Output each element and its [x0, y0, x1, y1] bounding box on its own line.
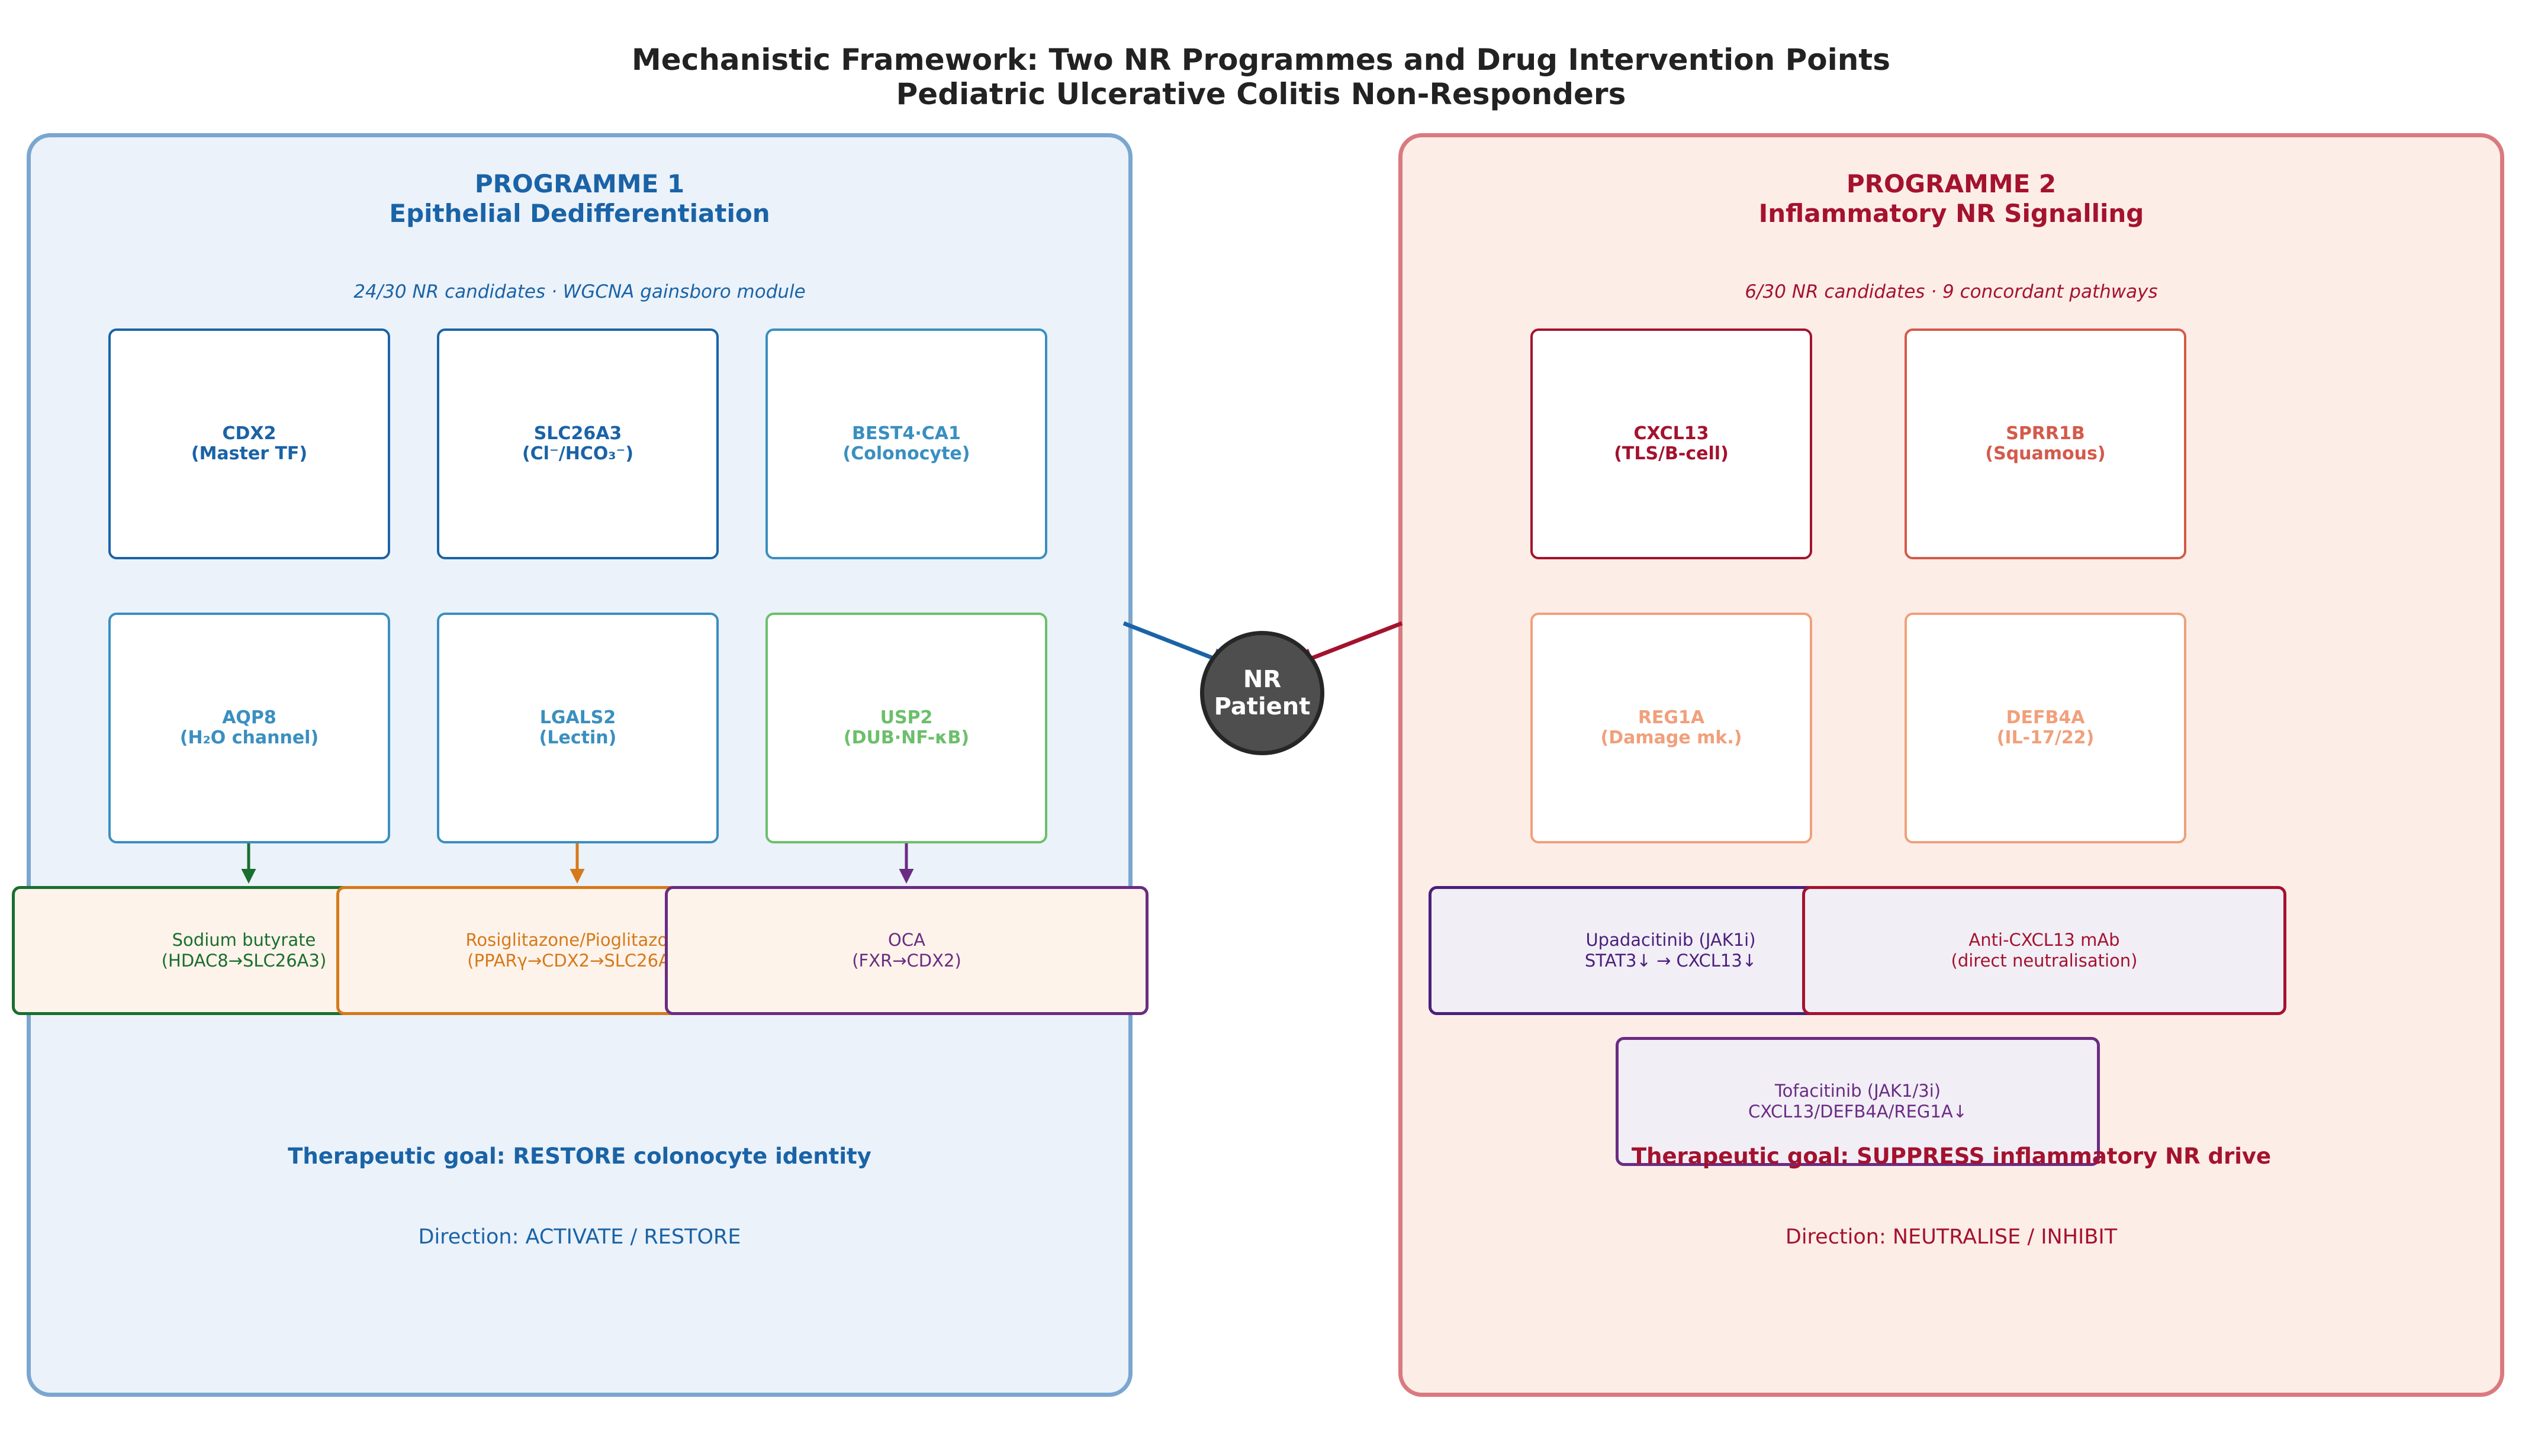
drug-box-anti-cxcl13-mab: Anti-CXCL13 mAb (direct neutralisation) [1802, 886, 2286, 1015]
programme-2-candidates: 6/30 NR candidates · 9 concordant pathwa… [1745, 281, 2158, 302]
drug-name: OCA [888, 930, 925, 950]
programme-1-subheading: Epithelial Dedifferentiation [389, 199, 770, 228]
drug-mechanism: (HDAC8→SLC26A3) [161, 951, 327, 971]
gene-box-usp2: USP2 (DUB·NF-κB) [765, 613, 1047, 843]
gene-role: (Lectin) [539, 727, 617, 748]
programme-2-heading-line: PROGRAMME 2 [1846, 169, 2057, 198]
nr-patient-node: NR Patient [1200, 631, 1324, 755]
gene-role: (Colonocyte) [842, 443, 970, 464]
nr-patient-line-2: Patient [1214, 693, 1311, 720]
gene-box-cxcl13: CXCL13 (TLS/B-cell) [1530, 328, 1812, 559]
gene-box-aqp8: AQP8 (H₂O channel) [108, 613, 390, 843]
gene-box-best4-ca1: BEST4·CA1 (Colonocyte) [765, 328, 1047, 559]
programme-1-goal: Therapeutic goal: RESTORE colonocyte ide… [288, 1143, 871, 1169]
gene-role: (IL-17/22) [1996, 727, 2095, 748]
gene-name: CXCL13 [1633, 423, 1709, 444]
drug-mechanism: (PPARγ→CDX2→SLC26A3) [467, 951, 688, 971]
gene-role: (Damage mk.) [1600, 727, 1742, 748]
gene-box-slc26a3: SLC26A3 (Cl⁻/HCO₃⁻) [437, 328, 719, 559]
gene-name: DEFB4A [2006, 707, 2085, 728]
nr-patient-line-1: NR [1243, 666, 1282, 693]
gene-role: (Master TF) [191, 443, 308, 464]
gene-role: (TLS/B-cell) [1614, 443, 1729, 464]
gene-box-lgals2: LGALS2 (Lectin) [437, 613, 719, 843]
gene-box-sprr1b: SPRR1B (Squamous) [1905, 328, 2186, 559]
programme-1-candidates: 24/30 NR candidates · WGCNA gainsboro mo… [353, 281, 806, 302]
gene-box-reg1a: REG1A (Damage mk.) [1530, 613, 1812, 843]
drug-box-oca: OCA (FXR→CDX2) [665, 886, 1149, 1015]
gene-name: SPRR1B [2006, 423, 2085, 444]
programme-2-subheading: Inflammatory NR Signalling [1758, 199, 2144, 228]
gene-role: (Squamous) [1985, 443, 2106, 464]
drug-name: Tofacitinib (JAK1/3i) [1774, 1081, 1941, 1101]
programme-2-direction: Direction: NEUTRALISE / INHIBIT [1785, 1225, 2118, 1249]
drug-name: Sodium butyrate [172, 930, 316, 950]
gene-name: USP2 [880, 707, 933, 728]
gene-name: AQP8 [222, 707, 276, 728]
programme-1-heading: PROGRAMME 1 Epithelial Dedifferentiation [27, 169, 1133, 228]
gene-role: (DUB·NF-κB) [843, 727, 970, 748]
drug-mechanism: CXCL13/DEFB4A/REG1A↓ [1748, 1101, 1967, 1122]
gene-name: REG1A [1638, 707, 1705, 728]
programme-2-heading: PROGRAMME 2 Inflammatory NR Signalling [1398, 169, 2504, 228]
gene-box-defb4a: DEFB4A (IL-17/22) [1905, 613, 2186, 843]
drug-name: Anti-CXCL13 mAb [1968, 930, 2120, 950]
drug-name: Upadacitinib (JAK1i) [1585, 930, 1756, 950]
drug-mechanism: (direct neutralisation) [1951, 951, 2138, 971]
programme-2-goal: Therapeutic goal: SUPPRESS inflammatory … [1631, 1143, 2272, 1169]
programme-1-direction: Direction: ACTIVATE / RESTORE [418, 1225, 741, 1249]
drug-box-tofacitinib: Tofacitinib (JAK1/3i) CXCL13/DEFB4A/REG1… [1616, 1037, 2100, 1166]
figure-title: Mechanistic Framework: Two NR Programmes… [0, 43, 2522, 111]
gene-name: SLC26A3 [533, 423, 622, 444]
gene-box-cdx2: CDX2 (Master TF) [108, 328, 390, 559]
gene-name: BEST4·CA1 [852, 423, 961, 444]
gene-name: CDX2 [222, 423, 276, 444]
drug-name: Rosiglitazone/Pioglitazone [465, 930, 690, 950]
drug-mechanism: STAT3↓ → CXCL13↓ [1584, 951, 1757, 971]
programme-1-heading-line: PROGRAMME 1 [474, 169, 685, 198]
figure-title-line-1: Mechanistic Framework: Two NR Programmes… [632, 43, 1890, 77]
gene-role: (H₂O channel) [179, 727, 319, 748]
gene-role: (Cl⁻/HCO₃⁻) [522, 443, 634, 464]
figure-title-line-2: Pediatric Ulcerative Colitis Non-Respond… [896, 77, 1626, 111]
drug-mechanism: (FXR→CDX2) [852, 951, 961, 971]
gene-name: LGALS2 [539, 707, 616, 728]
